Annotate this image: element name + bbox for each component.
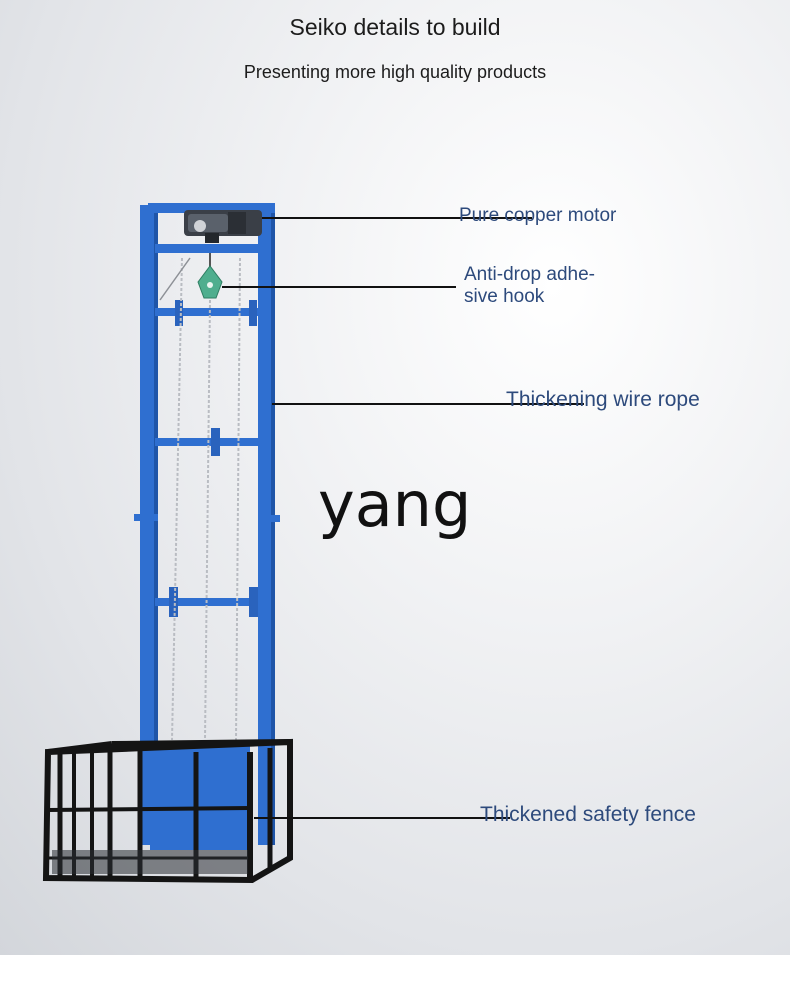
cross-bar-3 [155,598,265,606]
motor-icon [184,210,262,243]
motor-leader-line [262,217,532,219]
left-column [140,205,158,845]
wire-rope-left [171,257,183,741]
hook-label-line-2: sive hook [464,286,545,307]
right-column [258,205,275,845]
fence-leader-line [254,817,510,819]
hook-leader-line [222,286,456,288]
second-beam [155,244,265,253]
hook-icon [197,253,223,299]
rope-label: Thickening wire rope [506,388,700,411]
hook-label-line-1: Anti-drop adhe- [464,264,595,285]
page-subtitle: Presenting more high quality products [243,62,547,82]
product-canvas [0,0,790,955]
safety-fence-cage [42,738,293,884]
bottom-strip [0,955,790,1000]
top-beam [148,203,275,213]
wire-rope-middle [204,299,211,741]
fence-label: Thickened safety fence [480,803,696,826]
rope-leader-line [272,403,584,405]
page-title: Seiko details to build [289,14,501,40]
watermark-text: yang [318,468,472,541]
cargo-lift-image [42,203,293,884]
wire-rope-right [235,257,241,741]
cross-bar-2 [155,438,265,446]
motor-label: Pure copper motor [459,205,617,226]
